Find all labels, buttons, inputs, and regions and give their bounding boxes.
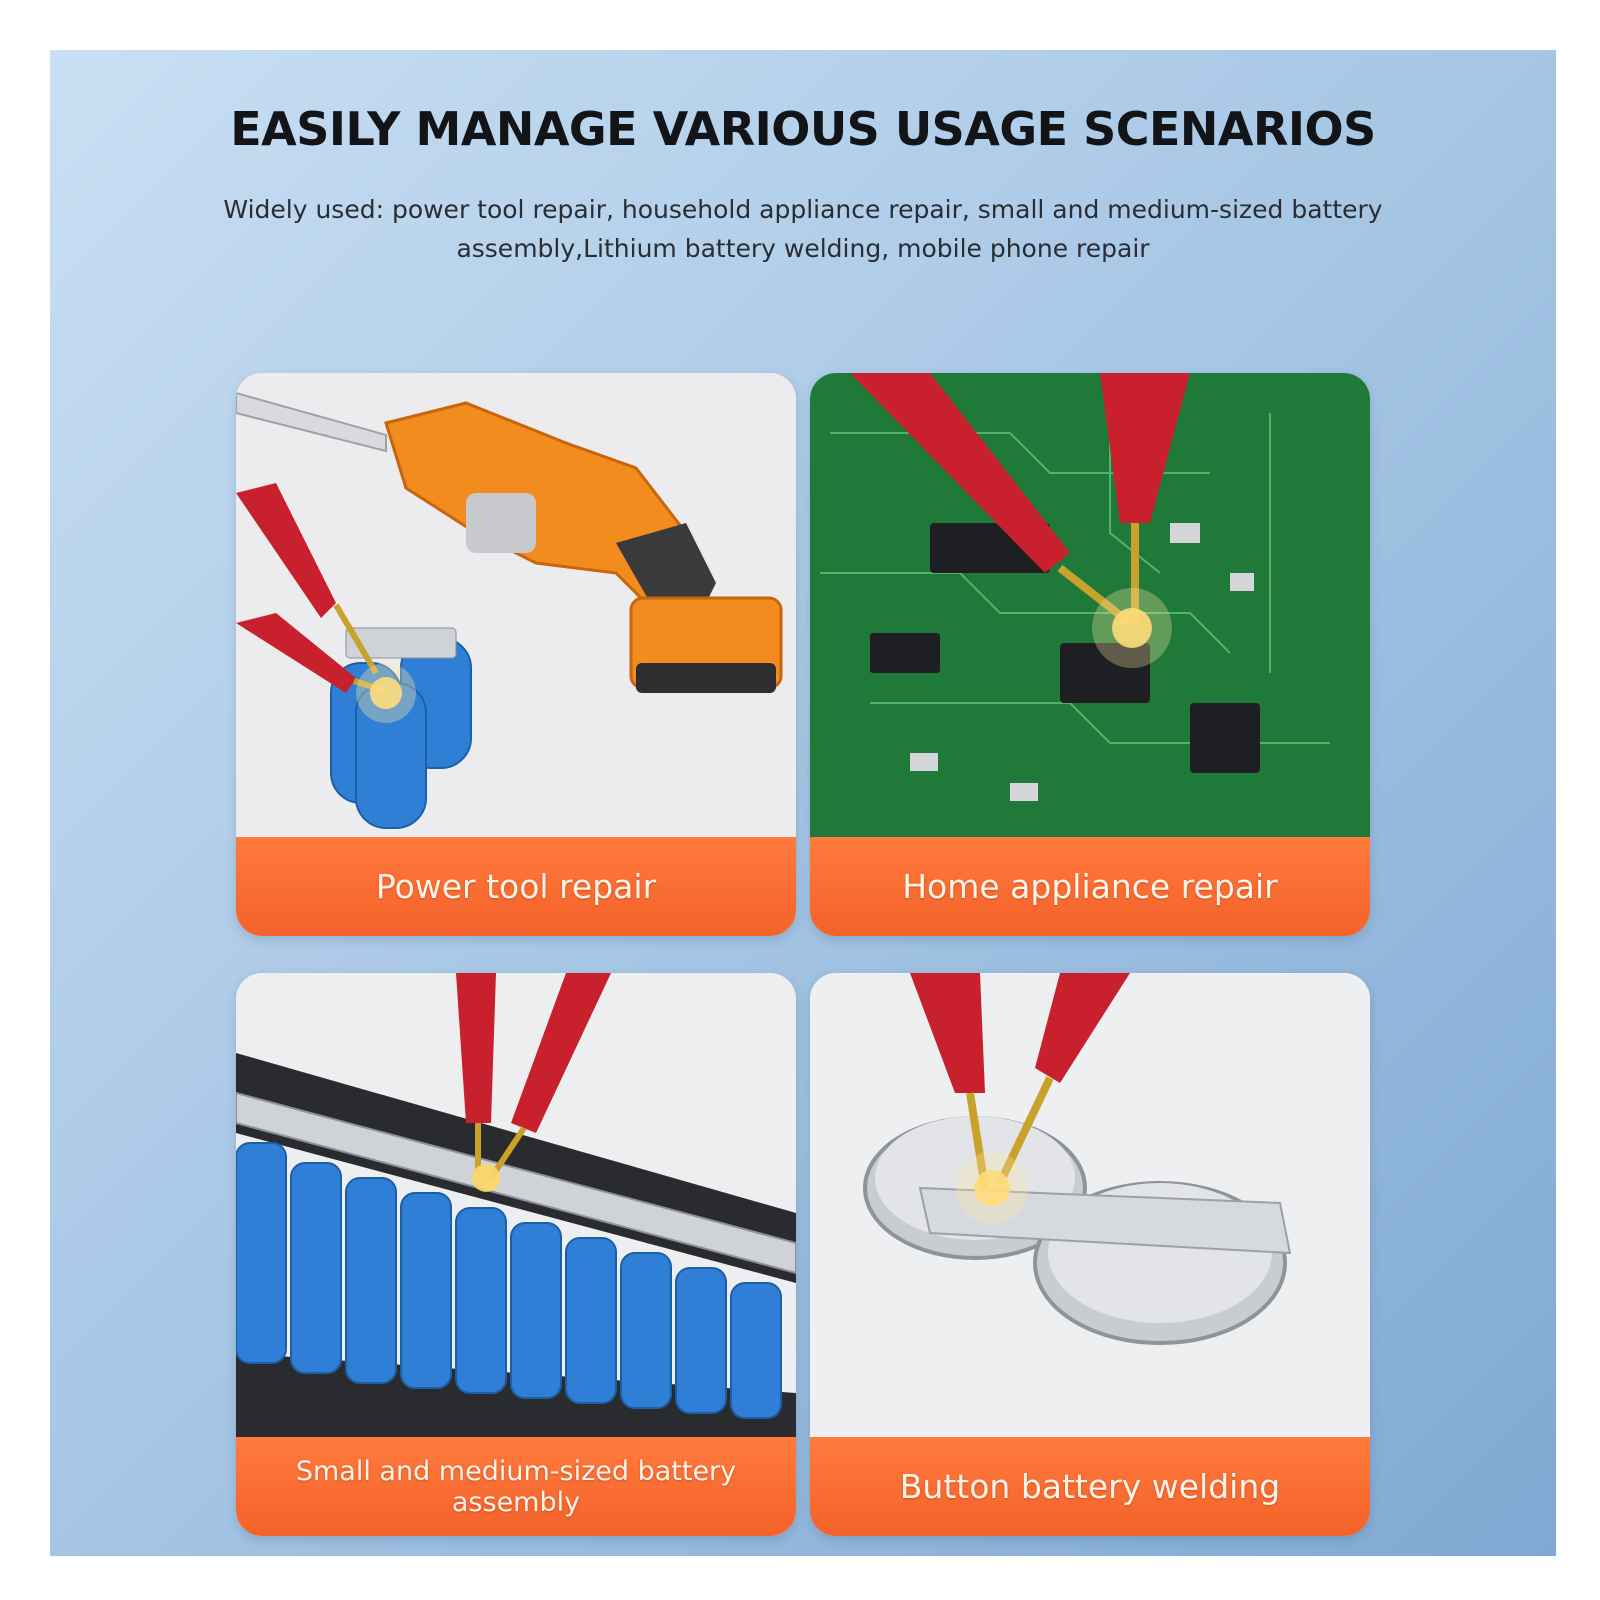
scenario-card-battery-assembly: Small and medium-sized battery assembly (236, 973, 796, 1536)
scenario-label: Button battery welding (810, 1437, 1370, 1536)
coin-cell-icon (810, 973, 1370, 1437)
poster: EASILY MANAGE VARIOUS USAGE SCENARIOS Wi… (50, 50, 1556, 1556)
subtitle: Widely used: power tool repair, househol… (223, 195, 1383, 263)
circuit-board-icon (810, 373, 1370, 837)
scenario-label: Home appliance repair (810, 837, 1370, 936)
scenario-card-button-battery: Button battery welding (810, 973, 1370, 1536)
headline: EASILY MANAGE VARIOUS USAGE SCENARIOS (230, 102, 1376, 156)
reciprocating-saw-icon (236, 373, 796, 837)
scenario-label: Small and medium-sized battery assembly (236, 1437, 796, 1536)
scenario-card-home-appliance: Home appliance repair (810, 373, 1370, 936)
scenario-card-power-tool: Power tool repair (236, 373, 796, 936)
scenario-label: Power tool repair (236, 837, 796, 936)
battery-pack-icon (236, 973, 796, 1437)
